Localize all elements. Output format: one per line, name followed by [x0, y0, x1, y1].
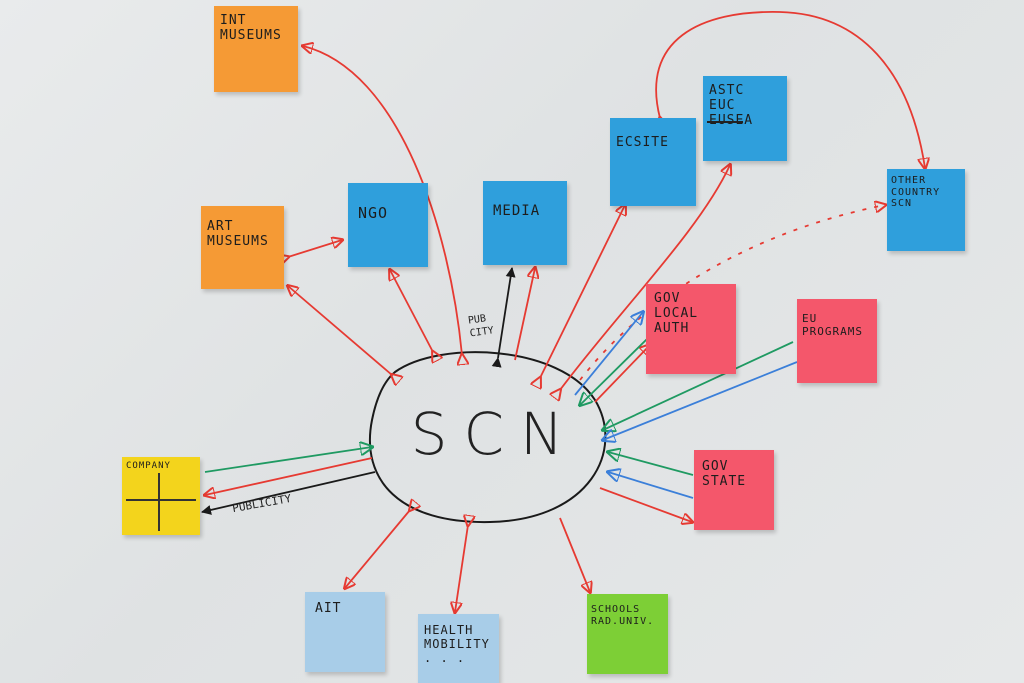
note-ngo-text: NGO: [358, 204, 389, 222]
note-other-country-scn-text: OTHER COUNTRY SCN: [891, 175, 941, 209]
arrow-media: [514, 268, 535, 361]
arrow-company-red: [205, 457, 373, 495]
note-art-museums-text: ART MUSEUMS: [207, 219, 269, 249]
arrow-eu-blue: [603, 361, 798, 440]
arrow-art-museums: [288, 286, 392, 375]
strikethrough-mark: [707, 121, 743, 123]
note-company-text: COMPANY: [126, 461, 171, 471]
note-astc-line3: EUSEA: [709, 113, 781, 129]
note-health-mobility[interactable]: HEALTH MOBILITY . . .: [418, 614, 499, 683]
arrow-state-blue: [608, 472, 694, 499]
note-gov-local-auth[interactable]: GOV LOCAL AUTH: [646, 284, 736, 374]
note-eu-programs-text: EU PROGRAMS: [802, 312, 863, 338]
arrow-eu-green: [603, 341, 794, 430]
note-media-text: MEDIA: [493, 203, 541, 219]
arrow-media-publicity: [491, 267, 516, 368]
note-astc-eusea[interactable]: ASTC EUC EUSEA: [703, 76, 787, 161]
note-gov-state-text: GOV STATE: [702, 459, 747, 489]
note-astc-line1: ASTC: [709, 83, 745, 98]
note-astc-line2: EUC: [709, 97, 736, 113]
arrow-company-green: [204, 447, 372, 473]
note-int-museums-text: INT MUSEUMS: [220, 13, 282, 43]
note-ecsite-text: ECSITE: [616, 135, 669, 150]
note-ait[interactable]: AIT: [305, 592, 385, 672]
arrow-int-museums: [303, 46, 462, 355]
arrow-ecsite-other: [655, 11, 925, 168]
note-ngo[interactable]: NGO: [348, 183, 428, 267]
arrow-local-blue: [574, 312, 643, 396]
arrow-company-publicity: [201, 471, 376, 515]
note-int-museums[interactable]: INT MUSEUMS: [214, 6, 298, 92]
note-other-country-scn[interactable]: OTHER COUNTRY SCN: [887, 169, 965, 251]
note-art-museums[interactable]: ART MUSEUMS: [201, 206, 284, 289]
arrow-art-ngo: [288, 240, 342, 257]
arrow-state-green: [608, 452, 694, 476]
company-grid-horizontal: [126, 499, 196, 501]
arrow-schools: [559, 517, 590, 592]
note-health-mobility-text: HEALTH MOBILITY . . .: [424, 623, 490, 665]
hub-ellipse: [368, 351, 607, 524]
arrow-health: [455, 525, 468, 612]
label-publicity-media-text: PUB CITY: [467, 313, 495, 340]
arrow-gov-local: [594, 345, 650, 403]
note-media[interactable]: MEDIA: [483, 181, 567, 265]
arrow-local-green: [580, 337, 649, 405]
arrow-ngo: [390, 270, 433, 352]
note-eu-programs[interactable]: EU PROGRAMS: [797, 299, 877, 383]
arrow-gov-state: [599, 487, 692, 522]
note-ecsite[interactable]: ECSITE: [610, 118, 696, 206]
arrow-ait: [345, 510, 410, 588]
note-ait-text: AIT: [315, 601, 342, 616]
note-schools-text: SCHOOLS RAD.UNIV.: [591, 604, 655, 627]
note-company[interactable]: COMPANY: [122, 457, 200, 535]
note-gov-state[interactable]: GOV STATE: [694, 450, 774, 530]
note-gov-local-auth-text: GOV LOCAL AUTH: [654, 291, 699, 336]
arrow-astc: [560, 165, 730, 390]
hub-label: SCN: [410, 400, 580, 468]
company-grid-vertical: [158, 473, 160, 531]
note-schools[interactable]: SCHOOLS RAD.UNIV.: [587, 594, 668, 674]
